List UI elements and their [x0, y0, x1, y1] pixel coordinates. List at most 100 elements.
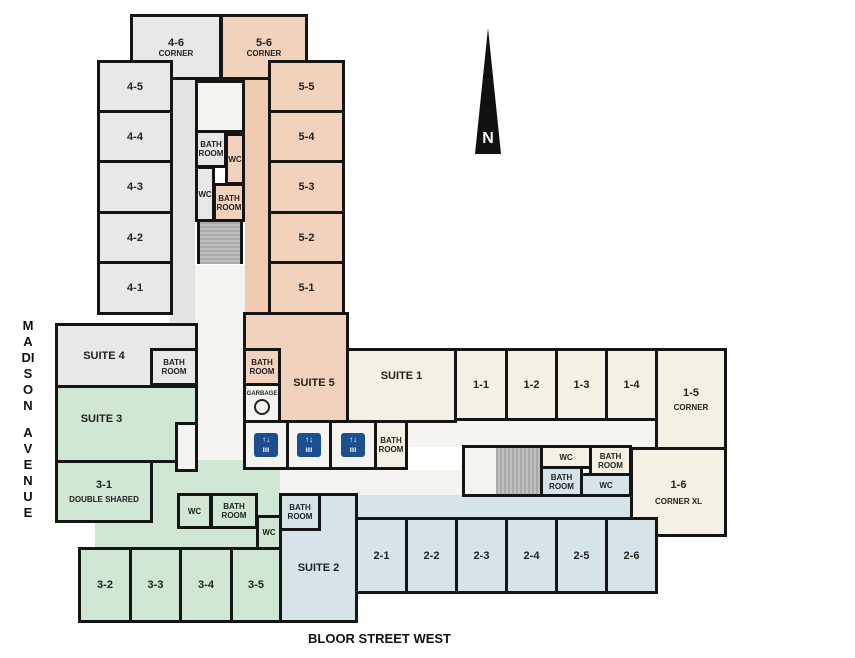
- room-label: 4-1: [127, 282, 143, 294]
- room-1-4[interactable]: 1-4: [605, 348, 658, 421]
- room-5-3[interactable]: 5-3: [268, 160, 345, 214]
- bath-label-2: ROOM: [198, 149, 224, 158]
- room-label: 3-2: [97, 579, 113, 591]
- suite3-wc[interactable]: WC: [177, 493, 212, 529]
- garbage-bin-icon: [254, 399, 270, 415]
- elevator-arrows: ↑↓: [349, 435, 357, 444]
- room-label: 5-2: [298, 231, 315, 244]
- room-label: 2-4: [523, 549, 540, 562]
- room-label: 1-2: [523, 378, 540, 391]
- room-5-5[interactable]: 5-5: [268, 60, 345, 113]
- room-4-2[interactable]: 4-2: [97, 211, 173, 264]
- bath-label-1: BATH: [599, 451, 622, 461]
- elevator-2[interactable]: ↑↓ııı: [286, 420, 332, 470]
- wc-label: WC: [559, 452, 573, 462]
- room-4-1[interactable]: 4-1: [97, 261, 173, 315]
- stairs-north: [197, 222, 243, 264]
- room-label: 3-5: [248, 579, 264, 591]
- north-arrow-icon: [475, 28, 501, 154]
- street-label-bloor: BLOOR STREET WEST: [308, 631, 451, 646]
- room-5-2[interactable]: 5-2: [268, 211, 345, 264]
- room-5-4[interactable]: 5-4: [268, 110, 345, 163]
- room-label: 1-6: [670, 478, 687, 491]
- room-1-1[interactable]: 1-1: [454, 348, 508, 421]
- bath-label-2: ROOM: [249, 367, 275, 376]
- suite4-corridor: [170, 78, 195, 325]
- room-label: 1-5: [683, 386, 699, 399]
- elevator-3[interactable]: ↑↓ııı: [329, 420, 377, 470]
- room-sublabel: DOUBLE SHARED: [69, 495, 139, 504]
- suite5-core-wc[interactable]: WC: [225, 133, 245, 185]
- room-3-3[interactable]: 3-3: [129, 547, 182, 623]
- suite3-closet: [175, 422, 198, 472]
- room-label: 1-3: [573, 378, 590, 391]
- bath-label-1: BATH: [380, 436, 402, 445]
- bath-label-1: BATH: [218, 193, 240, 203]
- bath-label-2: ROOM: [549, 481, 574, 491]
- room-2-1[interactable]: 2-1: [355, 517, 408, 594]
- suite-3[interactable]: SUITE 3: [55, 385, 198, 463]
- room-3-2[interactable]: 3-2: [78, 547, 132, 623]
- room-3-5[interactable]: 3-5: [230, 547, 282, 623]
- garbage-room[interactable]: GARBAGE: [243, 383, 281, 423]
- room-2-5[interactable]: 2-5: [555, 517, 608, 594]
- bath-label-2: ROOM: [216, 202, 242, 212]
- room-4-4[interactable]: 4-4: [97, 110, 173, 163]
- room-2-6[interactable]: 2-6: [605, 517, 658, 594]
- room-sublabel: CORNER: [158, 48, 194, 58]
- bath-label-1: BATH: [163, 358, 185, 367]
- room-label: 5-6: [256, 36, 272, 49]
- room-label: 1-4: [623, 378, 640, 391]
- east-corridor: [405, 420, 655, 447]
- elevator-icon: ↑↓ııı: [254, 433, 278, 457]
- suite-1[interactable]: SUITE 1: [346, 348, 457, 423]
- room-5-1[interactable]: 5-1: [268, 261, 345, 315]
- bath-label-2: ROOM: [161, 367, 187, 376]
- room-label: 2-6: [623, 549, 640, 562]
- room-sublabel: CORNER XL: [654, 496, 703, 506]
- bath-label-1: BATH: [200, 140, 222, 149]
- room-label: 4-2: [127, 231, 143, 244]
- suite2-corridor: [355, 495, 633, 520]
- room-label: 3-3: [147, 579, 164, 591]
- room-4-5[interactable]: 4-5: [97, 60, 173, 113]
- room-2-2[interactable]: 2-2: [405, 517, 458, 594]
- room-4-3[interactable]: 4-3: [97, 160, 173, 214]
- bath-label-1: BATH: [289, 503, 311, 512]
- suite2-wc[interactable]: WC: [580, 473, 632, 497]
- room-label: 2-1: [373, 549, 390, 562]
- room-label: 5-5: [298, 80, 315, 93]
- wc-label: WC: [599, 480, 613, 490]
- room-3-4[interactable]: 3-4: [179, 547, 233, 623]
- room-label: 2-5: [573, 549, 590, 562]
- bath-label-1: BATH: [223, 502, 245, 511]
- room-label: SUITE 4: [83, 349, 125, 362]
- elevator-people: ııı: [305, 445, 313, 454]
- room-label: SUITE 1: [380, 369, 423, 382]
- elevator-1[interactable]: ↑↓ııı: [243, 420, 289, 470]
- room-label: 4-5: [127, 80, 143, 93]
- room-label: SUITE 3: [80, 413, 123, 425]
- suite4-core-wc[interactable]: WC: [195, 166, 215, 222]
- bath-label-1: BATH: [550, 472, 573, 482]
- elevator-people: ııı: [262, 445, 270, 454]
- room-1-2[interactable]: 1-2: [505, 348, 558, 421]
- room-2-3[interactable]: 2-3: [455, 517, 508, 594]
- room-2-4[interactable]: 2-4: [505, 517, 558, 594]
- room-label: SUITE 2: [297, 562, 340, 574]
- room-1-3[interactable]: 1-3: [555, 348, 608, 421]
- room-sublabel: CORNER: [673, 402, 709, 412]
- room-label: 3-1: [96, 479, 112, 491]
